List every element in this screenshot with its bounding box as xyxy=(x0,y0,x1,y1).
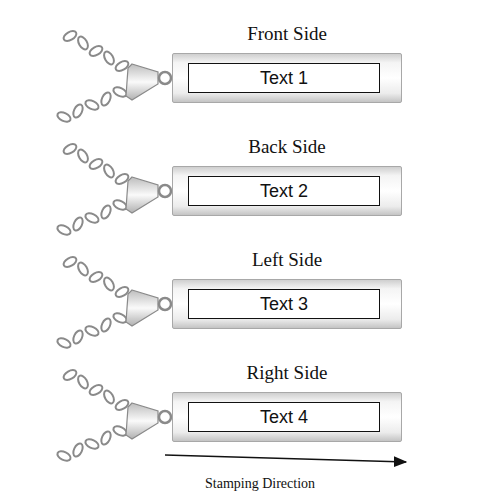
engraving-text: Text 1 xyxy=(260,68,308,89)
pendant-bar: Back SideText 2 xyxy=(172,166,402,216)
direction-arrow xyxy=(165,455,406,462)
bail-chain xyxy=(56,255,171,350)
engraving-text: Text 3 xyxy=(260,294,308,315)
direction-label: Stamping Direction xyxy=(205,476,315,492)
engraving-text: Text 2 xyxy=(260,181,308,202)
bail-chain xyxy=(56,142,171,237)
side-heading: Front Side xyxy=(153,23,421,45)
engraving-plate: Text 2 xyxy=(188,176,380,206)
side-heading: Back Side xyxy=(153,136,421,158)
bail-chain xyxy=(56,29,171,124)
engraving-plate: Text 3 xyxy=(188,289,380,319)
pendant-bar: Front SideText 1 xyxy=(172,53,402,103)
pendant-bar: Left SideText 3 xyxy=(172,279,402,329)
side-heading: Right Side xyxy=(153,362,421,384)
pendant-bar: Right SideText 4 xyxy=(172,392,402,442)
bail-chain xyxy=(56,368,171,463)
engraving-plate: Text 1 xyxy=(188,63,380,93)
engraving-plate: Text 4 xyxy=(188,402,380,432)
engraving-text: Text 4 xyxy=(260,407,308,428)
side-heading: Left Side xyxy=(153,249,421,271)
